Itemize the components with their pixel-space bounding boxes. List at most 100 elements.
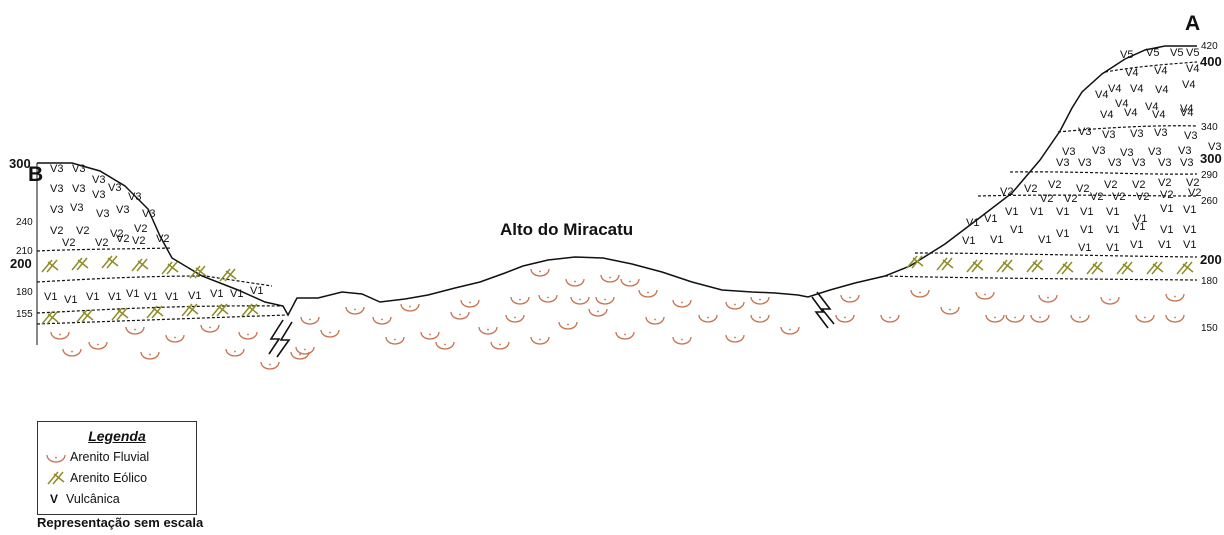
legend-label-eolico: Arenito Eólico bbox=[70, 471, 147, 485]
volcanic-unit-v1: V1 bbox=[1080, 206, 1093, 218]
elev-left-180: 180 bbox=[16, 287, 33, 298]
right-elevations: 420 400 340 300 290 260 200 180 150 bbox=[1200, 41, 1222, 334]
eolian-sandstone-symbol bbox=[182, 304, 198, 316]
fluvial-sandstone-symbol bbox=[589, 309, 607, 316]
volcanic-unit-v1: V1 bbox=[108, 291, 121, 303]
volcanic-unit-v3: V3 bbox=[92, 174, 105, 186]
fluvial-sandstone-symbol bbox=[751, 315, 769, 322]
volcanic-unit-v1: V1 bbox=[1183, 224, 1196, 236]
fluvial-sandstone-symbol bbox=[226, 349, 244, 356]
volcanic-unit-v2: V2 bbox=[1160, 189, 1173, 201]
fluvial-sandstone-symbol bbox=[621, 279, 639, 286]
fluvial-sandstone-symbol bbox=[673, 337, 691, 344]
volcanic-unit-v5: V5 bbox=[1120, 49, 1133, 61]
fluvial-sandstone-symbol bbox=[1166, 315, 1184, 322]
volcanic-unit-v1: V1 bbox=[1160, 203, 1173, 215]
volcanic-unit-v5: V5 bbox=[1146, 47, 1159, 59]
volcanic-unit-v1: V1 bbox=[250, 285, 263, 297]
volcanic-unit-v4: V4 bbox=[1152, 109, 1165, 121]
volcanic-unit-v1: V1 bbox=[1183, 239, 1196, 251]
eolian-sandstone-symbol bbox=[77, 310, 93, 322]
volcanic-unit-v1: V1 bbox=[990, 234, 1003, 246]
fluvial-sandstone-symbol bbox=[673, 300, 691, 307]
volcanic-unit-v3: V3 bbox=[1180, 157, 1193, 169]
fluvial-sandstone-symbol bbox=[321, 330, 339, 337]
section-title: Alto do Miracatu bbox=[500, 220, 633, 239]
volcanic-unit-v2: V2 bbox=[1104, 179, 1117, 191]
eolian-sandstone-symbol bbox=[72, 258, 88, 270]
volcanic-unit-v1: V1 bbox=[1010, 224, 1023, 236]
fluvial-sandstone-symbol bbox=[531, 269, 549, 276]
fluvial-sandstone-symbol bbox=[436, 342, 454, 349]
volcanic-unit-v4: V4 bbox=[1180, 107, 1193, 119]
fluvial-sandstone-symbol bbox=[841, 295, 859, 302]
eolian-sandstone-symbol bbox=[102, 256, 118, 268]
fluvial-sandstone-symbol bbox=[301, 317, 319, 324]
volcanic-unit-v3: V3 bbox=[128, 191, 141, 203]
volcanic-unit-v1: V1 bbox=[966, 217, 979, 229]
volcanic-unit-v3: V3 bbox=[72, 163, 85, 175]
elev-right-180: 180 bbox=[1201, 276, 1218, 287]
legend-label-vulcanica: Vulcânica bbox=[66, 492, 120, 506]
eolian-sandstone-symbol bbox=[967, 260, 983, 272]
fluvial-sandstone-symbol bbox=[726, 302, 744, 309]
volcanic-unit-v1: V1 bbox=[984, 213, 997, 225]
elev-right-420: 420 bbox=[1201, 41, 1218, 52]
volcanic-unit-v2: V2 bbox=[1112, 191, 1125, 203]
fluvial-sandstone-symbol bbox=[1006, 315, 1024, 322]
volcanic-unit-v2: V2 bbox=[62, 237, 75, 249]
eolian-sandstone-symbol bbox=[1117, 262, 1133, 274]
volcanic-unit-v3: V3 bbox=[1056, 157, 1069, 169]
volcanic-unit-v3: V3 bbox=[50, 204, 63, 216]
volcanic-unit-v3: V3 bbox=[1078, 126, 1091, 138]
legend-item-eolico: Arenito Eólico bbox=[46, 469, 147, 487]
volcanic-unit-v4: V4 bbox=[1154, 65, 1167, 77]
legend-box: Legenda Arenito Fluvial Arenito Eólico V… bbox=[37, 421, 197, 515]
volcanic-unit-v3: V3 bbox=[1154, 127, 1167, 139]
fluvial-sandstone-symbol bbox=[296, 347, 314, 354]
fluvial-sandstone-symbol bbox=[571, 297, 589, 304]
volcanic-unit-v2: V2 bbox=[116, 233, 129, 245]
eolian-sandstone-symbol bbox=[112, 308, 128, 320]
fluvial-sandstone-symbol bbox=[461, 300, 479, 307]
fluvial-sandstone-symbol bbox=[539, 295, 557, 302]
fluvial-sandstone-symbol bbox=[596, 297, 614, 304]
eolian-sandstone-symbol bbox=[132, 259, 148, 271]
fluvial-sandstone-symbol bbox=[51, 332, 69, 339]
fluvial-sandstone-symbol bbox=[63, 349, 81, 356]
volcanic-unit-v2: V2 bbox=[132, 235, 145, 247]
volcanic-unit-v1: V1 bbox=[86, 291, 99, 303]
fluvial-sandstone-symbol bbox=[479, 327, 497, 334]
volcanic-unit-v3: V3 bbox=[1130, 128, 1143, 140]
fluvial-sandstone-symbol bbox=[201, 325, 219, 332]
volcanic-unit-v1: V1 bbox=[1078, 242, 1091, 254]
fluvial-sandstone-symbol bbox=[566, 279, 584, 286]
eolian-sandstone-symbol bbox=[1087, 262, 1103, 274]
eolian-sandstone-symbol bbox=[42, 260, 58, 272]
volcanic-unit-v3: V3 bbox=[50, 183, 63, 195]
eolian-sandstone-symbol bbox=[162, 262, 178, 274]
volcanic-unit-v1: V1 bbox=[64, 294, 77, 306]
volcanic-unit-v1: V1 bbox=[1160, 224, 1173, 236]
volcanic-unit-v2: V2 bbox=[1132, 179, 1145, 191]
fluvial-sandstone-symbol bbox=[1101, 297, 1119, 304]
volcanic-unit-v3: V3 bbox=[1184, 130, 1197, 142]
volcanic-unit-v3: V3 bbox=[1078, 157, 1091, 169]
volcanic-unit-v1: V1 bbox=[1005, 206, 1018, 218]
fault-left bbox=[269, 320, 292, 357]
eolian-sandstone-symbol bbox=[997, 260, 1013, 272]
volcanic-unit-v3: V3 bbox=[142, 208, 155, 220]
fluvial-sandstone-symbol bbox=[986, 315, 1004, 322]
fluvial-sandstone-symbol bbox=[616, 332, 634, 339]
volcanic-unit-v1: V1 bbox=[44, 291, 57, 303]
elev-left-240: 240 bbox=[16, 217, 33, 228]
volcanic-unit-v1: V1 bbox=[1030, 206, 1043, 218]
elev-right-300: 300 bbox=[1200, 151, 1222, 166]
volcanic-unit-v2: V2 bbox=[1064, 193, 1077, 205]
right-contacts bbox=[885, 62, 1197, 280]
volcanic-unit-v2: V2 bbox=[1076, 183, 1089, 195]
fluvial-sandstone-symbol bbox=[881, 315, 899, 322]
eolian-sandstone-symbol bbox=[42, 312, 58, 324]
legend-title: Legenda bbox=[38, 428, 196, 444]
